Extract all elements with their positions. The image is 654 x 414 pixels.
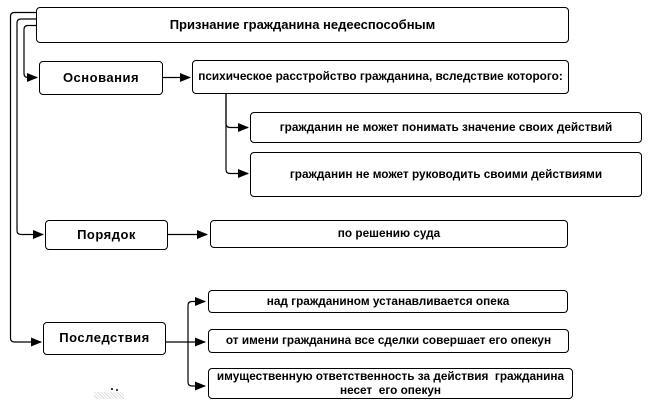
node-guardian-makes-deals: от имени гражданина все сделки совершает… xyxy=(208,329,574,358)
node-posledstviya-label: Последствия xyxy=(59,330,150,346)
connector-title-to-posledstviya xyxy=(9,11,42,347)
node-posledstviya: Последствия xyxy=(43,322,171,360)
stray-dots-artifact xyxy=(111,388,113,390)
node-osnovaniya-label: Основания xyxy=(62,69,140,85)
node-osnovaniya: Основания xyxy=(39,61,168,100)
connector-title-to-poryadok xyxy=(16,18,44,239)
node-court-decision-label: по решению суда xyxy=(337,226,441,241)
connector-detail-to-item1 xyxy=(225,94,249,132)
node-guardian-makes-deals-label: от имени гражданина все сделки совершает… xyxy=(225,333,552,348)
node-cannot-understand-label: гражданин не может понимать значение сво… xyxy=(279,119,613,134)
node-guardianship-established: над гражданином устанавливается опека xyxy=(208,290,573,318)
node-cannot-control: гражданин не может руководить своими дей… xyxy=(250,152,647,202)
connector-title-to-osnovaniya xyxy=(23,24,38,82)
connector-posledstviya-to-effect3 xyxy=(187,342,206,391)
node-cannot-control-label: гражданин не может руководить своими дей… xyxy=(289,166,603,181)
connector-detail-to-item2 xyxy=(225,94,249,178)
node-psych-disorder: психическое расстройство гражданина, всл… xyxy=(192,60,574,99)
node-guardian-liability: имущественную ответственность за действи… xyxy=(208,368,578,404)
node-title-label: Признание гражданина недееспособным xyxy=(169,16,436,32)
connector-posledstviya-to-effect1 xyxy=(187,297,206,342)
node-poryadok: Порядок xyxy=(45,220,173,255)
node-psych-disorder-label: психическое расстройство гражданина, всл… xyxy=(198,69,563,84)
node-title: Признание гражданина недееспособным xyxy=(36,7,574,48)
node-guardianship-established-label: над гражданином устанавливается опека xyxy=(266,293,510,308)
node-cannot-understand: гражданин не может понимать значение сво… xyxy=(250,112,647,148)
node-court-decision: по решению суда xyxy=(210,220,573,253)
node-guardian-liability-label: имущественную ответственность за действи… xyxy=(216,368,565,397)
stray-hatch-artifact xyxy=(94,392,124,399)
node-poryadok-label: Порядок xyxy=(77,226,136,242)
